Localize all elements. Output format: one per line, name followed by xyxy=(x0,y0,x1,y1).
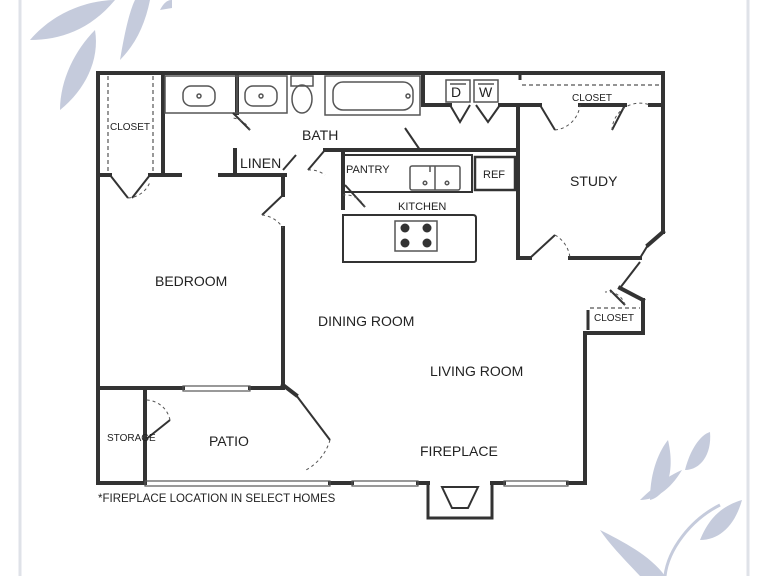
bedroom-label: BEDROOM xyxy=(155,273,227,289)
sink-icon xyxy=(182,85,216,107)
kitchen-counters xyxy=(342,154,477,263)
leaf-decoration-icon xyxy=(30,0,172,110)
linen-label: LINEN xyxy=(240,155,281,171)
fireplace-label: FIREPLACE xyxy=(420,443,498,459)
stove-burner-icon xyxy=(394,220,438,252)
closet-shelves xyxy=(107,76,660,309)
storage-label: STORAGE xyxy=(107,433,156,444)
study-label: STUDY xyxy=(570,173,618,189)
sink-icon xyxy=(244,85,278,107)
fireplace-icon xyxy=(426,483,494,520)
kitchen-label: KITCHEN xyxy=(398,201,446,213)
living-room-label: LIVING ROOM xyxy=(430,363,523,379)
patio-label: PATIO xyxy=(209,433,249,449)
bathtub-icon xyxy=(324,75,421,116)
door-arcs xyxy=(127,102,651,471)
dryer-label: D xyxy=(451,84,461,100)
washer-label: W xyxy=(479,84,493,100)
ref-label: REF xyxy=(483,169,505,181)
toilet-icon xyxy=(290,75,314,114)
closet-study-label: CLOSET xyxy=(572,93,612,104)
pantry-label: PANTRY xyxy=(346,164,390,176)
dining-room-label: DINING ROOM xyxy=(318,313,414,329)
leaf-decoration-icon xyxy=(600,432,742,577)
kitchen-sink-icon xyxy=(409,165,461,191)
closet-living-label: CLOSET xyxy=(594,313,634,324)
fireplace-note: *FIREPLACE LOCATION IN SELECT HOMES xyxy=(98,493,336,505)
closet-left-label: CLOSET xyxy=(110,122,150,133)
bathroom-fixtures xyxy=(164,75,499,116)
door-swing-icon xyxy=(109,104,649,441)
closet-walls xyxy=(518,73,590,330)
bath-label: BATH xyxy=(302,127,338,143)
window-icon xyxy=(144,385,569,487)
walls xyxy=(96,71,666,485)
